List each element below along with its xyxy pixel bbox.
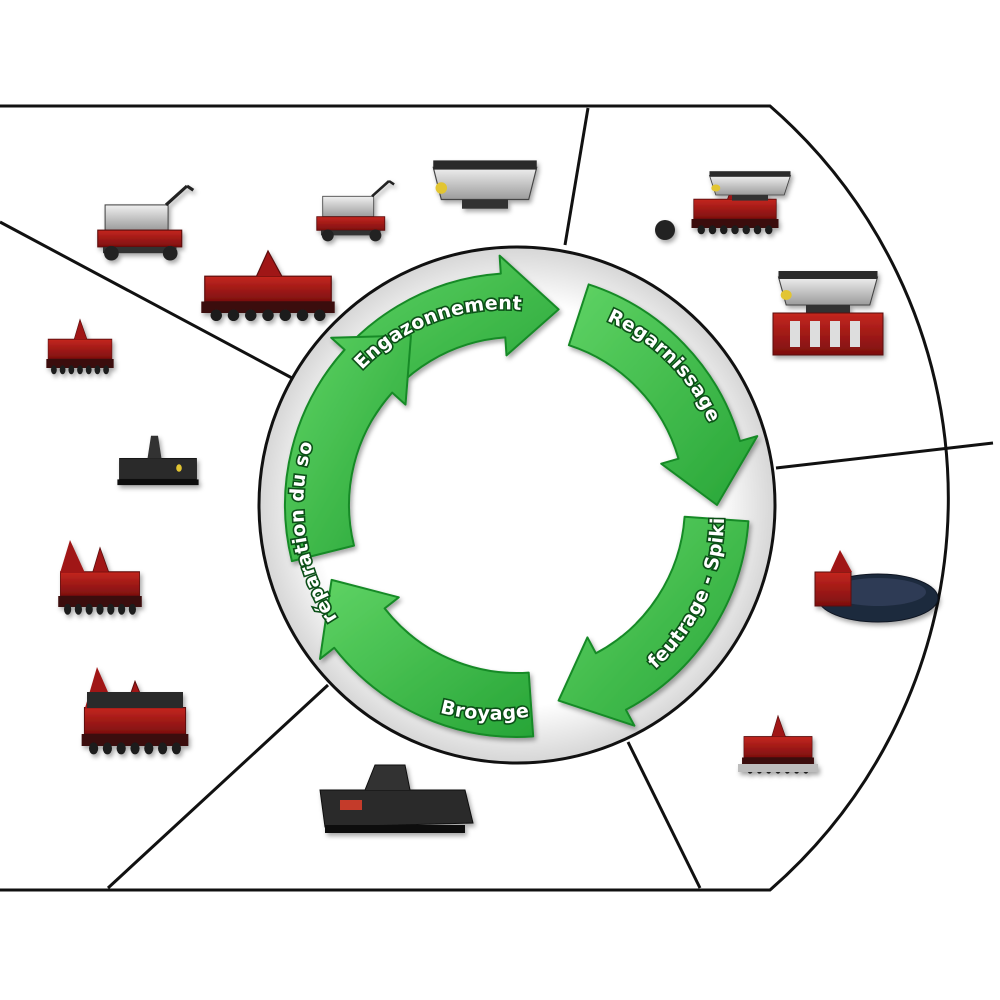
machine-image bbox=[655, 170, 791, 240]
divider-defeutrage-broyage bbox=[626, 741, 702, 889]
arrow-defeutrage bbox=[557, 515, 750, 727]
sector-defeutrage-machines bbox=[738, 549, 939, 775]
divider-regarnissage-defeutrage bbox=[775, 441, 994, 470]
machine-image bbox=[81, 667, 189, 756]
sector-preparation-machines bbox=[45, 318, 200, 756]
cycle-arrows bbox=[284, 254, 759, 738]
divider-broyage-preparation bbox=[106, 683, 330, 890]
machine-image bbox=[772, 270, 884, 356]
divider-engazonnement-regarnissage bbox=[563, 107, 590, 246]
machine-image bbox=[57, 540, 143, 616]
arrow-preparation bbox=[284, 334, 412, 563]
divider-preparation-engazonnement bbox=[0, 220, 293, 380]
arrow-regarnissage bbox=[567, 283, 759, 506]
arrow-broyage bbox=[319, 578, 535, 738]
machine-image bbox=[738, 715, 818, 775]
sector-regarnissage-machines bbox=[655, 170, 884, 356]
